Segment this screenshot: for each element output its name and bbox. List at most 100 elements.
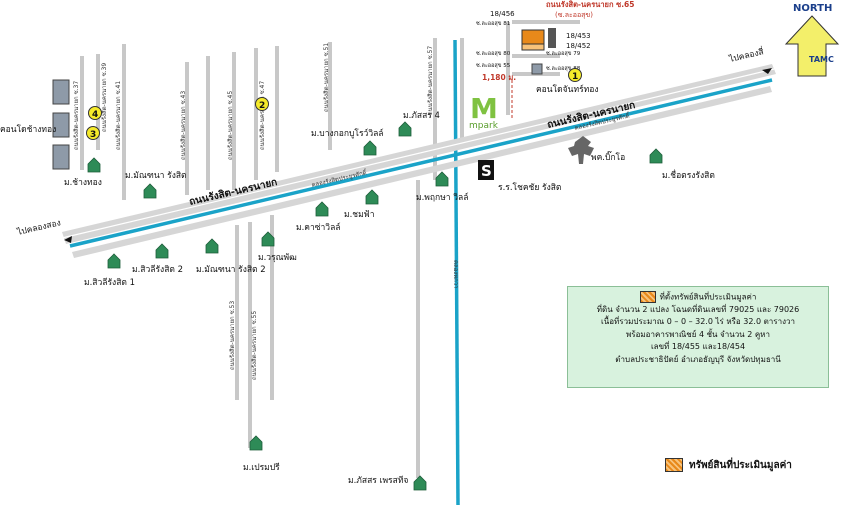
main-road-surface	[62, 64, 776, 244]
condo-chang-thong-label: คอนโดช้างทอง	[0, 124, 56, 135]
condo-building-icon	[52, 79, 70, 170]
north-arrow: NORTH TAMC	[784, 3, 840, 77]
info-line-2: เนื้อที่รวมประมาณ 0 – 0 – 32.0 ไร่ หรือ …	[601, 317, 795, 327]
info-title: ที่ตั้งทรัพย์สินที่ประเมินมูลค่า	[659, 292, 757, 302]
m-siri1-label: ม.สิวลีรังสิต 1	[84, 277, 135, 288]
soi-41-label: ถนนรังสิต-นครนายก ซ.41	[115, 81, 122, 150]
house-icon	[435, 171, 449, 187]
mpark-logo-letter: M	[470, 92, 498, 125]
plot-18-453: 18/453	[566, 32, 591, 40]
info-line-5: ตำบลประชาธิปัตย์ อำเภอธัญบุรี จังหวัดปทุ…	[615, 354, 781, 364]
house-icon	[87, 157, 101, 173]
soi-51-label: ถนนรังสิต-นครนายก ซ.51	[323, 43, 330, 112]
house-icon	[143, 183, 157, 199]
mpark-label: mpark	[469, 121, 499, 131]
soi-55-label: ถนนรังสิต-นครนายก ซ.55	[251, 311, 258, 380]
distance-label: 1,180 ม.	[482, 73, 516, 82]
m-chang-thong-label: ม.ช้างทอง	[64, 177, 102, 188]
marker-4-number: 4	[92, 110, 98, 120]
house-icon	[205, 238, 219, 254]
legend: ทรัพย์สินที่ประเมินมูลค่า	[665, 458, 792, 473]
m-chomfa-label: ม.ชมฟ้า	[344, 209, 374, 220]
school-icon-letter: S	[481, 162, 492, 180]
marker-3-number: 3	[90, 130, 96, 140]
m-manthana-label: ม.มัณฑนา รังสิต	[125, 171, 187, 181]
main-road	[61, 64, 776, 258]
mpark-logo: M mpark	[469, 92, 499, 131]
soi-39-label: ถนนรังสิต-นครนายก ซ.39	[101, 63, 108, 132]
main-canal	[69, 78, 773, 248]
north-arrow-icon	[784, 15, 840, 77]
m-pruksa-label: ม.พฤกษา วิลล์	[416, 192, 468, 203]
marker-1-number: 1	[572, 72, 578, 82]
house-icon	[315, 201, 329, 217]
marker-2: 2	[255, 97, 269, 111]
soi-num-88: ซ.ละออสุข 88	[546, 65, 581, 72]
house-icon	[155, 243, 169, 259]
school-label: ร.ร.โชคชัย รังสิต	[498, 182, 561, 193]
property-info-box: ที่ตั้งทรัพย์สินที่ประเมินมูลค่า ที่ดิน …	[567, 286, 829, 388]
village-house-icons	[87, 121, 663, 491]
soi-45-label: ถนนรังสิต-นครนายก ซ.45	[227, 91, 234, 160]
legend-swatch-icon	[665, 458, 683, 472]
soi-57-label: ถนนรังสิต-นครนายก ซ.57	[427, 46, 434, 115]
school-icon	[478, 160, 494, 180]
subject-swatch-icon	[639, 291, 656, 303]
house-icon	[649, 148, 663, 164]
soi-47-label: ถนนรังสิต-นครนายก ซ.47	[259, 81, 266, 150]
info-line-1: ที่ดิน จำนวน 2 แปลง โฉนดที่ดินเลขที่ 790…	[596, 304, 800, 314]
soi-num-80: ซ.ละออสุข 80	[476, 50, 511, 57]
m-pranburi-label: ม.เปรมปรี	[243, 462, 280, 473]
m-pattra4-label: ม.ภัสสร 4	[403, 111, 440, 121]
soi-43-label: ถนนรังสิต-นครนายก ซ.43	[180, 91, 187, 160]
m-warunphat-label: ม.วรุณพัฒ	[258, 253, 297, 263]
m-siri2-label: ม.สิวลีรังสิต 2	[132, 264, 183, 275]
info-line-3: พร้อมอาคารพาณิชย์ 4 ชั้น จำนวน 2 คูหา	[626, 329, 770, 339]
arrow-west-icon	[64, 236, 72, 243]
house-icon	[413, 475, 427, 491]
to-west-label: ไปคลองสอง	[15, 217, 62, 238]
house-icon	[107, 253, 121, 269]
house-icon	[261, 231, 275, 247]
vertical-canal-label: คลองหกวา	[452, 260, 459, 289]
marker-4: 4	[88, 106, 102, 120]
subject-plot-1	[521, 29, 545, 45]
soi-53-label: ถนนรังสิต-นครนายก ซ.53	[229, 301, 236, 370]
house-icon	[398, 121, 412, 137]
top-soi-sub-label: (ซ.ละออสุข)	[555, 11, 593, 19]
marker-2-number: 2	[259, 101, 265, 111]
garuda-icon	[568, 136, 594, 164]
info-title-row: ที่ตั้งทรัพย์สินที่ประเมินมูลค่า	[574, 291, 822, 304]
arrow-east-icon	[762, 68, 772, 74]
main-road-divider	[61, 68, 775, 239]
frontage-road	[72, 86, 772, 258]
soi-37-label: ถนนรังสิต-นครนายก ซ.37	[73, 81, 80, 150]
legend-label: ทรัพย์สินที่ประเมินมูลค่า	[689, 460, 792, 471]
condo-phrathong-icon	[531, 63, 543, 75]
m-chuethongrangsit-label: ม.ชื่อตรงรังสิต	[662, 169, 715, 181]
subject-area: 18/456 18/453 18/452 ซ.ละออสุข 81 ซ.ละออ…	[476, 10, 591, 118]
north-logo: TAMC	[809, 55, 834, 64]
soi-num-81: ซ.ละออสุข 81	[476, 20, 510, 27]
m-manthana2-label: ม.มัณฑนา รังสิต 2	[196, 265, 266, 275]
top-soi-label: ถนนรังสิต-นครนายก ซ.65	[546, 0, 634, 9]
marker-3: 3	[86, 126, 100, 140]
soi-num-55: ซ.ละออสุข 55	[476, 62, 511, 69]
building-block	[548, 28, 556, 48]
house-icon	[249, 435, 263, 451]
house-icon	[365, 189, 379, 205]
condo-phrathong-label: คอนโดจันทร์ทอง	[536, 84, 599, 95]
plot-18-456: 18/456	[490, 10, 515, 18]
plot-18-452: 18/452	[566, 42, 591, 50]
to-east-label: ไปคลองสี่	[727, 45, 766, 65]
m-karnchana-label: ม.คาซ่าวิลล์	[296, 222, 341, 233]
pk-bigc-label: พค.บิ๊กโอ	[591, 150, 625, 163]
marker-1: 1	[568, 68, 582, 82]
vertical-canal	[453, 39, 460, 506]
m-bangkok-villa-label: ม.บางกอกบูโรว์วิลล์	[311, 128, 384, 139]
info-line-4: เลขที่ 18/455 และ18/454	[650, 342, 746, 352]
soi-num-79: ซ.ละออสุข 79	[546, 50, 581, 57]
subject-plot-2	[521, 43, 545, 51]
